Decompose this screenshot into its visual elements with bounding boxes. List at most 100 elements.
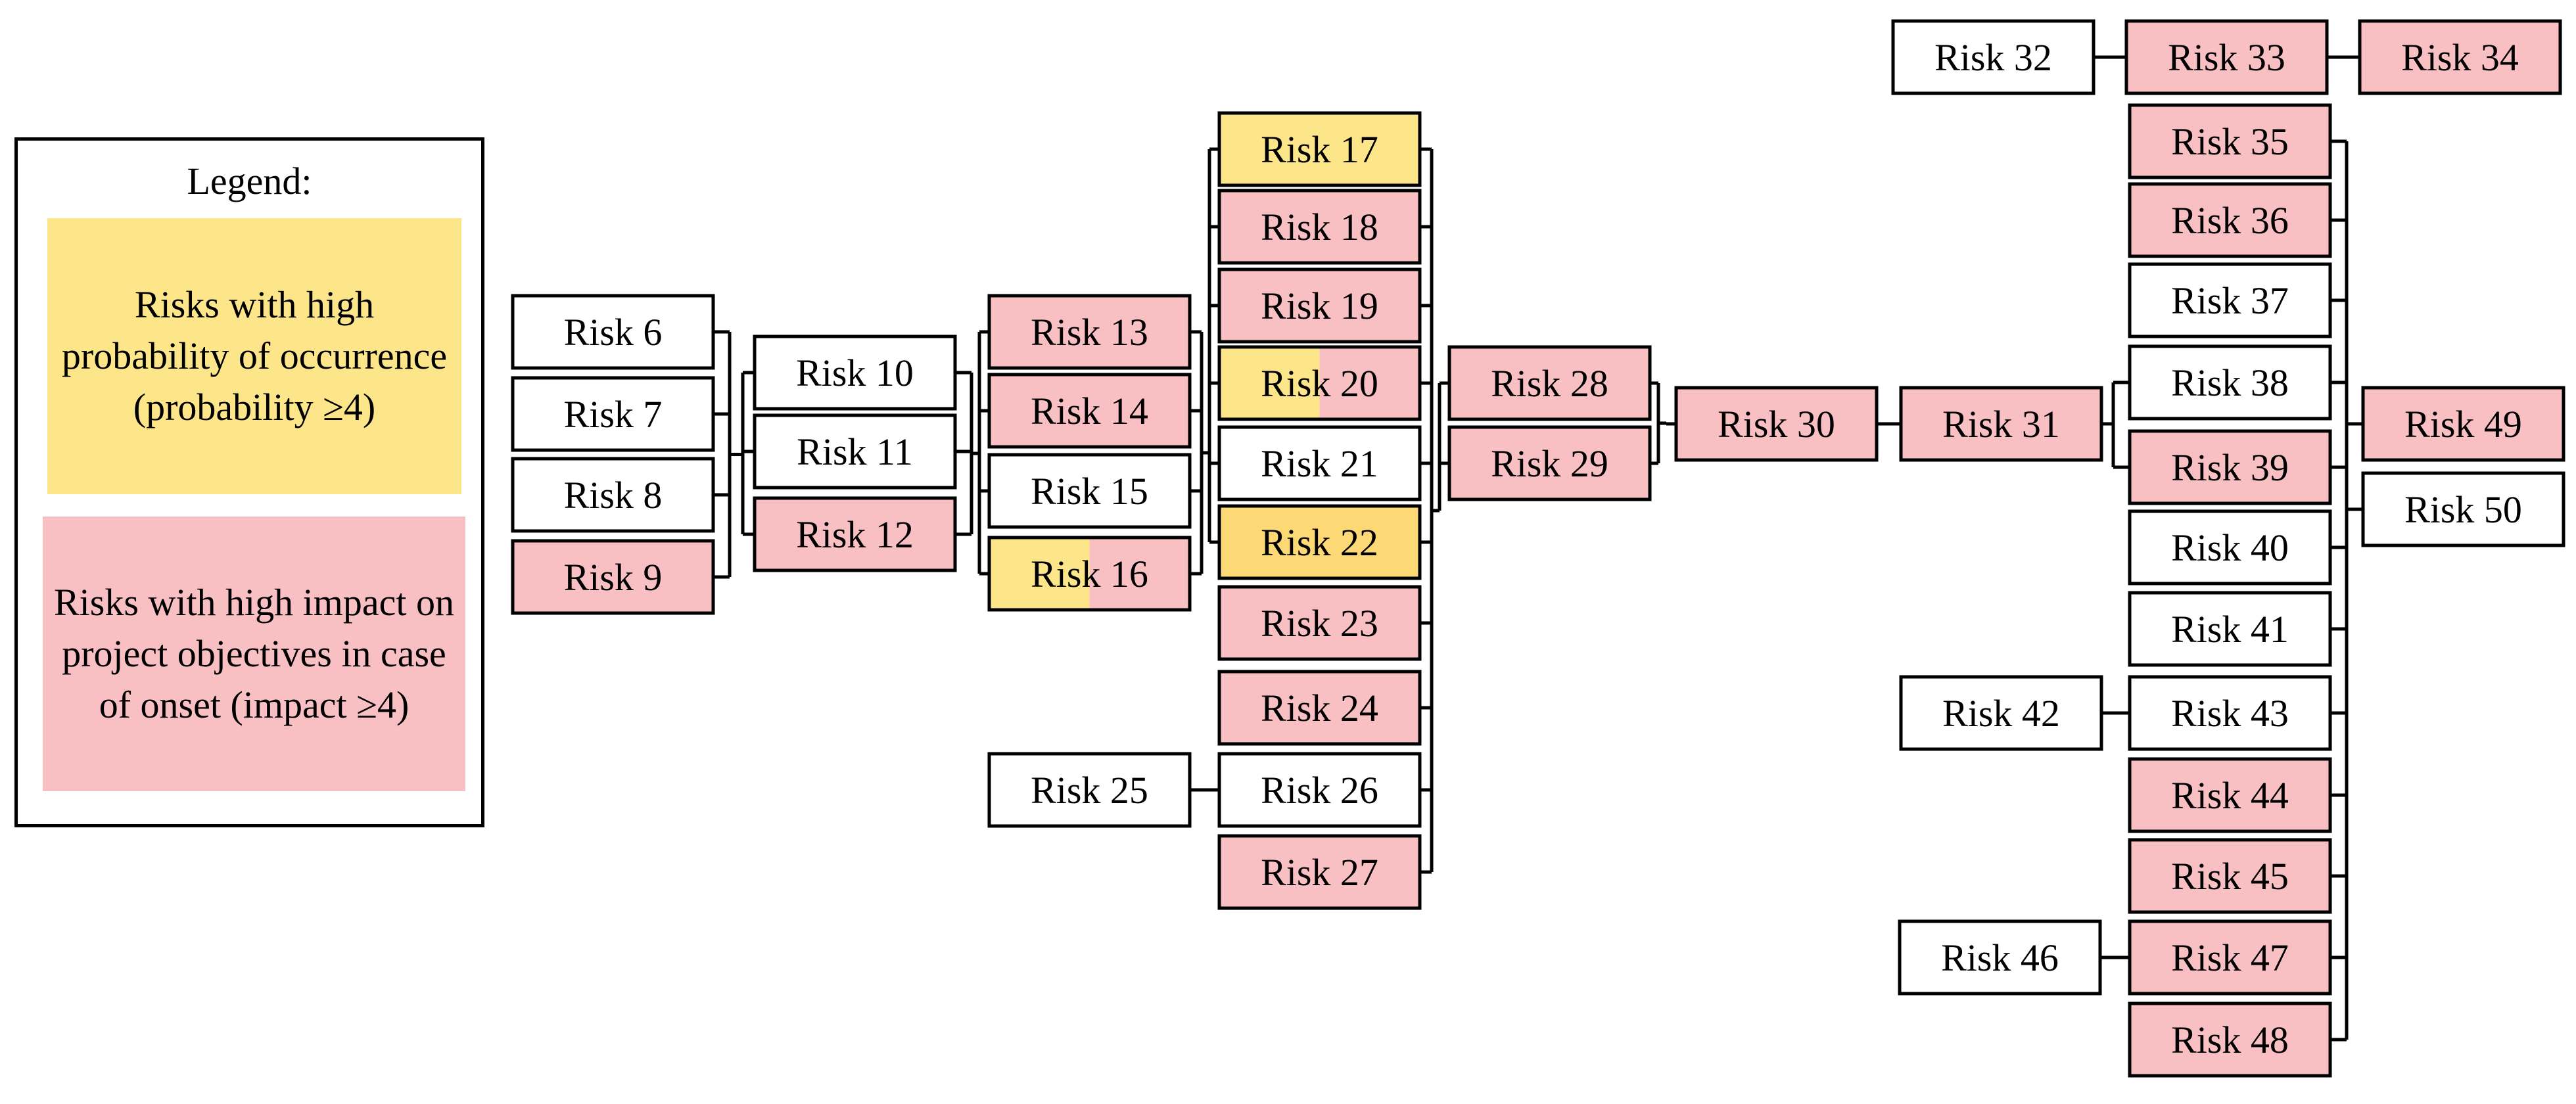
risk-node-label: Risk 35 [2171, 120, 2289, 163]
risk-node-label: Risk 11 [797, 430, 913, 473]
risk-node-50: Risk 50 [2361, 471, 2565, 547]
risk-node-33: Risk 33 [2124, 19, 2329, 95]
risk-node-label: Risk 27 [1261, 851, 1378, 894]
risk-node-label: Risk 37 [2171, 279, 2289, 322]
risk-node-label: Risk 13 [1031, 311, 1148, 354]
risk-node-34: Risk 34 [2358, 19, 2562, 95]
risk-node-17: Risk 17 [1217, 111, 1422, 187]
risk-node-box [511, 294, 715, 370]
risk-node-48: Risk 48 [2128, 1001, 2332, 1078]
risk-node-label: Risk 22 [1261, 521, 1378, 564]
risk-node-box [753, 334, 957, 411]
risk-node-box [987, 752, 1192, 828]
risk-node-box [1217, 267, 1422, 344]
risk-node-label: Risk 34 [2401, 36, 2519, 79]
risk-node-label: Risk 9 [564, 556, 663, 599]
legend-title: Legend: [187, 160, 312, 202]
risk-node-label: Risk 21 [1261, 442, 1378, 485]
risk-node-label: Risk 41 [2171, 608, 2289, 651]
risk-node-label: Risk 38 [2171, 361, 2289, 404]
risk-node-15: Risk 15 [987, 453, 1192, 529]
risk-node-44: Risk 44 [2128, 757, 2332, 833]
legend-probability-swatch: Risks with high probability of occurrenc… [47, 218, 461, 494]
risk-node-box [1217, 504, 1422, 580]
risk-node-6: Risk 6 [511, 294, 715, 370]
risk-node-box [2124, 19, 2329, 95]
risk-node-label: Risk 16 [1031, 553, 1148, 595]
risk-node-box [2128, 103, 2332, 179]
risk-node-7: Risk 7 [511, 376, 715, 452]
risk-node-45: Risk 45 [2128, 838, 2332, 914]
risk-node-label: Risk 19 [1261, 285, 1378, 327]
risk-node-label: Risk 49 [2404, 403, 2522, 446]
risk-node-label: Risk 24 [1261, 687, 1378, 729]
risk-node-label: Risk 33 [2168, 36, 2285, 79]
risk-node-box [511, 376, 715, 452]
risk-node-box [2361, 386, 2565, 462]
risk-node-fill-probability [989, 538, 1090, 610]
risk-node-36: Risk 36 [2128, 182, 2332, 258]
risk-node-box [1899, 675, 2103, 751]
risk-node-18: Risk 18 [1217, 189, 1422, 265]
risk-node-label: Risk 6 [564, 311, 663, 354]
risk-node-label: Risk 23 [1261, 602, 1378, 645]
risk-node-label: Risk 10 [796, 352, 914, 394]
risk-node-35: Risk 35 [2128, 103, 2332, 179]
risk-node-19: Risk 19 [1217, 267, 1422, 344]
risk-node-box [511, 457, 715, 533]
risk-node-box [2128, 838, 2332, 914]
connectors [713, 55, 2363, 1042]
risk-node-label: Risk 8 [564, 474, 663, 517]
risk-node-46: Risk 46 [1898, 919, 2102, 996]
risk-nodes: Risk 6 Risk 7 Risk 8 Risk 9 Risk 10 Risk 11 Ri… [511, 19, 2565, 1078]
risk-node-label: Risk 48 [2171, 1019, 2289, 1061]
risk-node-label: Risk 36 [2171, 199, 2289, 242]
risk-node-box [1217, 670, 1422, 746]
risk-node-box [1898, 919, 2102, 996]
risk-node-9: Risk 9 [511, 539, 715, 615]
risk-node-40: Risk 40 [2128, 509, 2332, 586]
risk-node-label: Risk 17 [1261, 128, 1378, 171]
risk-node-23: Risk 23 [1217, 585, 1422, 661]
risk-node-38: Risk 38 [2128, 344, 2332, 421]
risk-node-box [1217, 189, 1422, 265]
risk-node-fill-impact [1089, 538, 1190, 610]
risk-node-box [987, 373, 1192, 449]
risk-node-20: Risk 20 [1217, 345, 1422, 421]
risk-node-label: Risk 40 [2171, 526, 2289, 569]
risk-node-box [1891, 19, 2096, 95]
risk-node-label: Risk 32 [1934, 36, 2052, 79]
risk-node-box [2128, 262, 2332, 338]
risk-node-box [1217, 425, 1422, 501]
risk-node-16: Risk 16 [987, 536, 1192, 612]
risk-node-22: Risk 22 [1217, 504, 1422, 580]
risk-node-30: Risk 30 [1674, 386, 1879, 462]
legend-impact-swatch: Risks with high impact on project object… [43, 517, 465, 791]
risk-node-43: Risk 43 [2128, 675, 2332, 751]
risk-node-21: Risk 21 [1217, 425, 1422, 501]
risk-node-24: Risk 24 [1217, 670, 1422, 746]
risk-node-box [753, 413, 957, 490]
risk-node-box [1447, 345, 1652, 421]
risk-node-label: Risk 29 [1491, 442, 1608, 485]
risk-node-label: Risk 28 [1491, 362, 1608, 405]
risk-node-box [987, 294, 1192, 370]
risk-node-26: Risk 26 [1217, 752, 1422, 828]
risk-node-box [1899, 386, 2103, 462]
risk-node-box [1217, 834, 1422, 910]
risk-node-27: Risk 27 [1217, 834, 1422, 910]
risk-node-label: Risk 50 [2404, 488, 2522, 531]
risk-node-box [2128, 675, 2332, 751]
legend: Legend: Risks with high probability of o… [14, 137, 484, 827]
risk-node-label: Risk 7 [564, 393, 663, 436]
risk-node-32: Risk 32 [1891, 19, 2096, 95]
risk-node-label: Risk 26 [1261, 769, 1378, 812]
risk-node-label: Risk 43 [2171, 692, 2289, 735]
risk-node-49: Risk 49 [2361, 386, 2565, 462]
risk-node-label: Risk 44 [2171, 774, 2289, 817]
risk-node-box [1217, 585, 1422, 661]
risk-node-label: Risk 46 [1941, 936, 2059, 979]
risk-node-8: Risk 8 [511, 457, 715, 533]
risk-node-label: Risk 31 [1942, 403, 2060, 446]
risk-node-box [2128, 757, 2332, 833]
